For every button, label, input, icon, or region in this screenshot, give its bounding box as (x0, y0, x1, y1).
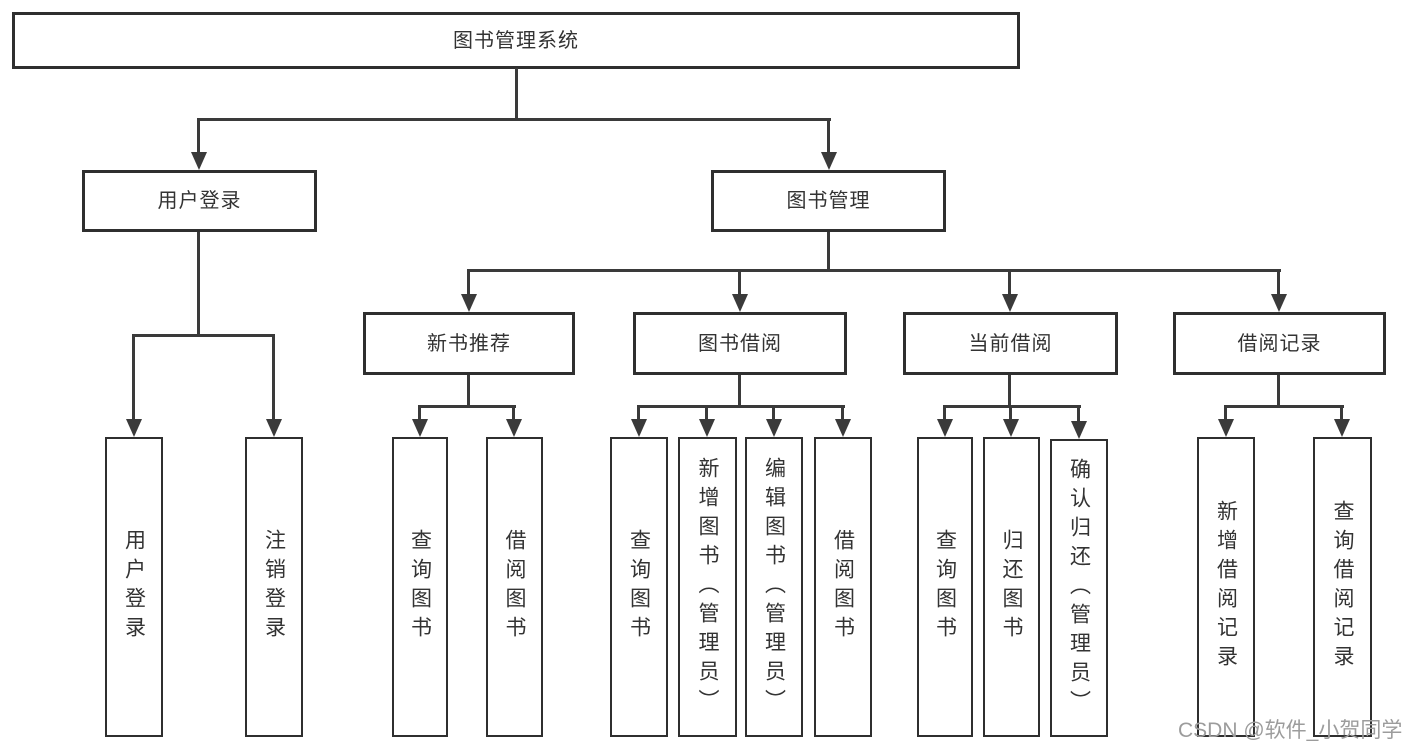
connector-line (512, 405, 515, 421)
arrowhead-down-icon (412, 419, 428, 437)
connector-line (827, 232, 830, 272)
connector-line (738, 375, 741, 408)
arrowhead-down-icon (1071, 421, 1087, 439)
node-book-management: 图书管理 (711, 170, 946, 232)
leaf-add-borrow-record: 新增借阅记录 (1197, 437, 1255, 737)
connector-line (467, 375, 470, 408)
connector-line (738, 269, 741, 296)
connector-line (841, 405, 844, 421)
connector-line (197, 232, 200, 337)
arrowhead-down-icon (266, 419, 282, 437)
leaf-add-books-admin: 新增图书（管理员） (678, 437, 737, 737)
connector-line (132, 334, 135, 421)
leaf-borrow-books: 借阅图书 (814, 437, 872, 737)
connector-line (1340, 405, 1343, 421)
leaf-borrow-query-books: 查询图书 (610, 437, 668, 737)
connector-line (1277, 375, 1280, 408)
arrowhead-down-icon (1003, 419, 1019, 437)
connector-line (467, 269, 470, 296)
leaf-query-borrow-record: 查询借阅记录 (1313, 437, 1372, 737)
connector-line (637, 405, 640, 421)
connector-line (1277, 269, 1280, 296)
connector-line (943, 405, 1081, 408)
arrowhead-down-icon (937, 419, 953, 437)
arrowhead-down-icon (1271, 294, 1287, 312)
leaf-edit-books-admin: 编辑图书（管理员） (745, 437, 803, 737)
leaf-logout: 注销登录 (245, 437, 303, 737)
connector-line (772, 405, 775, 421)
arrowhead-down-icon (1334, 419, 1350, 437)
connector-line (1009, 405, 1012, 421)
connector-line (132, 334, 275, 337)
node-current-borrow: 当前借阅 (903, 312, 1118, 375)
connector-line (1077, 405, 1080, 421)
arrowhead-down-icon (506, 419, 522, 437)
connector-line (943, 405, 946, 421)
arrowhead-down-icon (191, 152, 207, 170)
node-book-borrow: 图书借阅 (633, 312, 847, 375)
arrowhead-down-icon (732, 294, 748, 312)
node-root-library-system: 图书管理系统 (12, 12, 1020, 69)
connector-line (705, 405, 708, 421)
arrowhead-down-icon (1218, 419, 1234, 437)
connector-line (515, 68, 518, 121)
leaf-return-books: 归还图书 (983, 437, 1040, 737)
connector-line (1224, 405, 1344, 408)
arrowhead-down-icon (699, 419, 715, 437)
arrowhead-down-icon (631, 419, 647, 437)
arrowhead-down-icon (766, 419, 782, 437)
arrowhead-down-icon (821, 152, 837, 170)
connector-line (1008, 269, 1011, 296)
leaf-recommend-borrow-books: 借阅图书 (486, 437, 543, 737)
leaf-current-query-books: 查询图书 (917, 437, 973, 737)
connector-line (637, 405, 845, 408)
connector-line (197, 118, 200, 154)
node-borrow-records: 借阅记录 (1173, 312, 1386, 375)
connector-line (1224, 405, 1227, 421)
csdn-watermark: CSDN @软件_小贺同学 (1178, 719, 1403, 742)
leaf-user-login: 用户登录 (105, 437, 163, 737)
leaf-recommend-query-books: 查询图书 (392, 437, 448, 737)
arrowhead-down-icon (1002, 294, 1018, 312)
connector-line (418, 405, 516, 408)
connector-line (467, 269, 1281, 272)
node-user-login: 用户登录 (82, 170, 317, 232)
arrowhead-down-icon (461, 294, 477, 312)
node-new-book-recommend: 新书推荐 (363, 312, 575, 375)
leaf-confirm-return-admin: 确认归还（管理员） (1050, 439, 1108, 737)
connector-line (827, 118, 830, 154)
connector-line (1008, 375, 1011, 408)
connector-line (418, 405, 421, 421)
connector-line (197, 118, 831, 121)
connector-line (272, 334, 275, 421)
arrowhead-down-icon (835, 419, 851, 437)
arrowhead-down-icon (126, 419, 142, 437)
